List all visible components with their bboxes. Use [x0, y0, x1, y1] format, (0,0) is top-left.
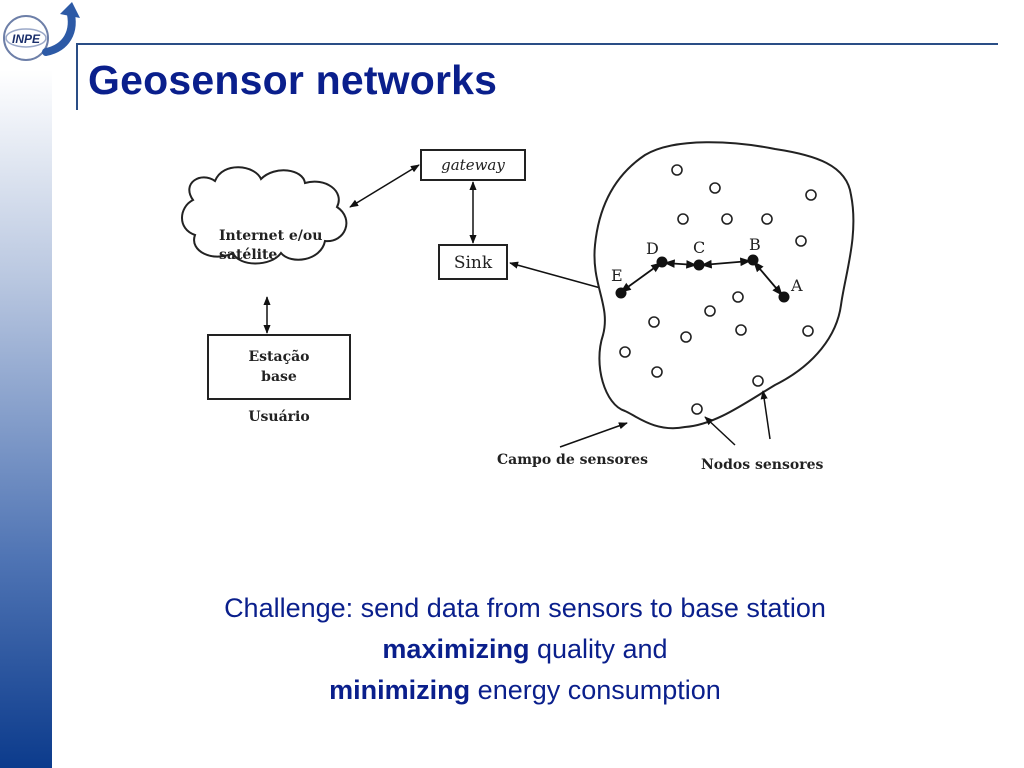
caption-line-1: Challenge: send data from sensors to bas…	[224, 593, 826, 623]
route-label-c: C	[693, 238, 705, 257]
field-annotation-arrow	[559, 422, 628, 448]
caption-line-2: maximizing quality and	[100, 629, 950, 670]
internet-cloud	[181, 166, 348, 265]
sensor-node	[802, 325, 814, 337]
sensor-node	[761, 213, 773, 225]
cloud-gateway-arrow	[349, 164, 420, 208]
base-station-box	[207, 334, 351, 400]
route-nodes	[615, 254, 790, 303]
sensor-field	[593, 141, 855, 430]
network-diagram: Internet e/ou satélite gateway Sink Esta…	[181, 141, 855, 473]
route-label-b: B	[749, 235, 761, 254]
sensor-node	[752, 375, 764, 387]
sensor-node	[671, 164, 683, 176]
sink-field-arrow	[509, 261, 616, 294]
cloud-label-line2: satélite	[219, 247, 277, 263]
side-gradient-bar	[0, 70, 52, 768]
sink-box	[438, 244, 508, 280]
sensor-node	[721, 213, 733, 225]
caption-line-3: minimizing energy consumption	[100, 670, 950, 711]
logo-text: INPE	[12, 32, 41, 46]
nodes-label: Nodos sensores	[701, 457, 823, 473]
cloud-label-line1: Internet e/ou	[219, 228, 322, 244]
caption-line-3-rest: energy consumption	[470, 675, 721, 705]
route-node-b	[747, 254, 759, 266]
gateway-box	[420, 149, 526, 181]
sensor-node	[677, 213, 689, 225]
base-label-line1: Estação	[248, 348, 309, 365]
route-node-e	[615, 287, 627, 299]
sensor-node	[805, 189, 817, 201]
sensor-nodes	[619, 164, 817, 415]
caption: Challenge: send data from sensors to bas…	[100, 588, 950, 711]
base-label-line2: base	[261, 369, 297, 385]
user-label: Usuário	[248, 409, 309, 425]
header-rule	[76, 43, 998, 45]
route-node-c	[693, 259, 705, 271]
sensor-node	[732, 291, 744, 303]
sensor-node	[795, 235, 807, 247]
sensor-node	[651, 366, 663, 378]
route-label-d: D	[646, 239, 659, 258]
route-node-d	[656, 256, 668, 268]
route-label-a: A	[790, 276, 803, 295]
caption-line-2-rest: quality and	[529, 634, 668, 664]
routing-path	[620, 257, 783, 296]
caption-minimizing: minimizing	[329, 675, 471, 705]
sensor-node	[709, 182, 721, 194]
gateway-label: gateway	[441, 156, 505, 174]
sensor-node	[648, 316, 660, 328]
field-label: Campo de sensores	[497, 452, 648, 468]
page-title: Geosensor networks	[88, 57, 498, 103]
route-node-a	[778, 291, 790, 303]
node-annotation-arrow-2	[760, 390, 771, 440]
sink-label: Sink	[454, 253, 493, 273]
inpe-logo: INPE	[3, 2, 80, 61]
sensor-node	[735, 324, 747, 336]
header-vertical-rule	[76, 44, 78, 110]
sensor-node	[704, 305, 716, 317]
sensor-node	[691, 403, 703, 415]
caption-maximizing: maximizing	[382, 634, 530, 664]
sensor-node	[680, 331, 692, 343]
sensor-node	[619, 346, 631, 358]
route-label-e: E	[611, 266, 623, 285]
node-annotation-arrow-1	[704, 416, 736, 446]
